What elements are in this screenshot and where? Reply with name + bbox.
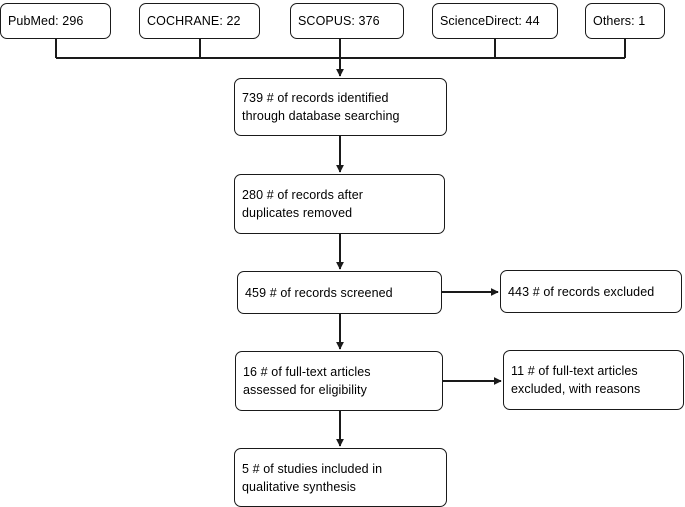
- source-label-cochrane: COCHRANE: 22: [147, 14, 241, 28]
- source-box-pubmed: PubMed: 296: [0, 3, 111, 39]
- duplicates-removed-line-1: 280 # of records after: [242, 188, 364, 202]
- fulltext-assessed-line-1: 16 # of full-text articles: [243, 365, 371, 379]
- flow-box-fulltext-excluded: 11 # of full-text articles excluded, wit…: [503, 350, 684, 410]
- fulltext-assessed-line-2: assessed for eligibility: [243, 383, 367, 397]
- studies-included-line-1: 5 # of studies included in: [242, 461, 383, 476]
- studies-included-line-2: qualitative synthesis: [242, 479, 356, 494]
- records-identified-line-2: through database searching: [242, 109, 400, 123]
- records-identified-line-1: 739 # of records identified: [242, 91, 389, 105]
- source-box-scopus: SCOPUS: 376: [290, 3, 404, 39]
- source-label-pubmed: PubMed: 296: [8, 14, 84, 28]
- source-label-sciencedirect: ScienceDirect: 44: [440, 14, 540, 28]
- source-box-cochrane: COCHRANE: 22: [139, 3, 260, 39]
- records-screened-line-1: 459 # of records screened: [245, 285, 393, 300]
- source-label-others: Others: 1: [593, 14, 646, 28]
- records-excluded-line-1: 443 # of records excluded: [508, 284, 655, 299]
- source-box-others: Others: 1: [585, 3, 665, 39]
- flow-box-fulltext-assessed: 16 # of full-text articles assessed for …: [235, 351, 443, 411]
- flow-box-records-screened: 459 # of records screened: [237, 271, 442, 314]
- flow-box-records-identified: 739 # of records identified through data…: [234, 78, 447, 136]
- source-label-scopus: SCOPUS: 376: [298, 14, 380, 28]
- duplicates-removed-line-2: duplicates removed: [242, 206, 353, 220]
- flow-box-duplicates-removed: 280 # of records after duplicates remove…: [234, 174, 445, 234]
- fulltext-excluded-line-1: 11 # of full-text articles: [511, 364, 638, 378]
- flow-box-studies-included: 5 # of studies included in qualitative s…: [234, 448, 447, 507]
- flow-box-records-excluded: 443 # of records excluded: [500, 270, 682, 313]
- fulltext-excluded-line-2: excluded, with reasons: [511, 382, 641, 396]
- source-box-sciencedirect: ScienceDirect: 44: [432, 3, 558, 39]
